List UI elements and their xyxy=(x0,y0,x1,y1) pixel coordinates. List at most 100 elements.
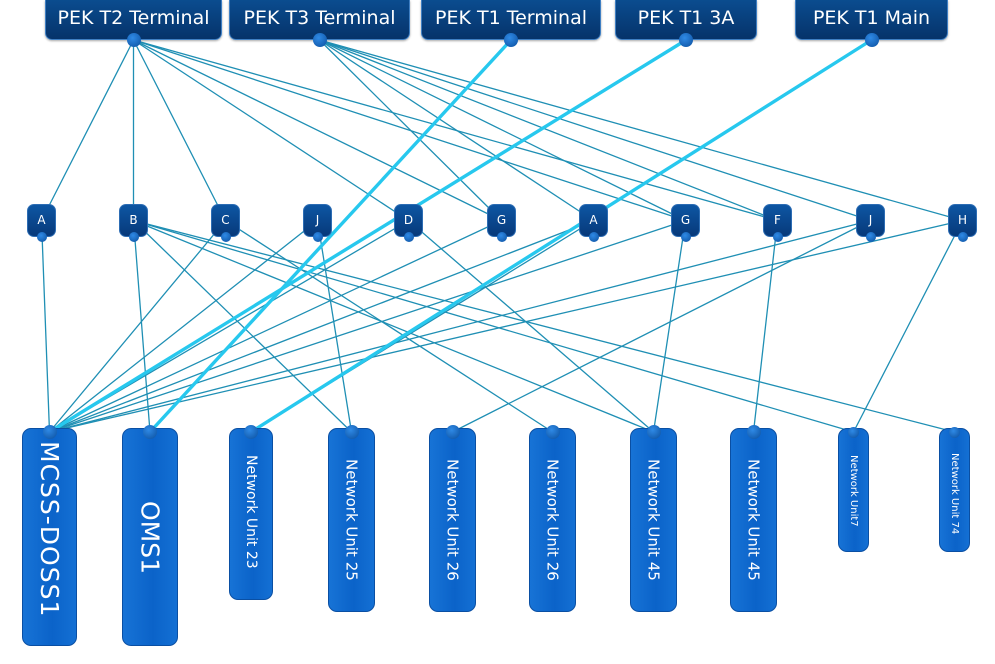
gate-node-label: J xyxy=(315,213,320,227)
terminal-node-label: PEK T3 Terminal xyxy=(243,7,396,29)
gate-node-f[interactable]: F xyxy=(763,204,792,237)
system-node-network-unit-74[interactable]: Network Unit 74 xyxy=(939,428,970,552)
primary-connection-line xyxy=(148,38,513,434)
connector-dot xyxy=(220,232,231,242)
connection-line xyxy=(132,219,855,433)
connection-line xyxy=(224,219,554,433)
connection-line xyxy=(132,39,503,222)
connector-dot xyxy=(746,425,761,439)
gate-node-label: H xyxy=(957,213,968,227)
system-node-label: Network Unit 23 xyxy=(243,455,259,569)
connection-line xyxy=(451,219,872,433)
connection-line xyxy=(48,219,503,433)
primary-connection-line xyxy=(47,38,688,434)
connector-dot xyxy=(126,33,141,47)
connector-dot xyxy=(445,425,460,439)
connection-line xyxy=(318,39,872,222)
connection-line xyxy=(318,39,595,222)
connection-line xyxy=(132,39,227,222)
connection-line xyxy=(48,219,319,433)
connector-dot xyxy=(772,232,783,242)
system-node-mcss-doss1[interactable]: MCSS-DOSS1 xyxy=(22,428,77,646)
gate-node-b[interactable]: B xyxy=(119,204,148,237)
gate-node-h[interactable]: H xyxy=(948,204,977,237)
connection-line xyxy=(132,39,410,222)
connection-line xyxy=(132,219,655,433)
gate-node-label: J xyxy=(868,213,873,227)
system-node-network-unit-25[interactable]: Network Unit 25 xyxy=(328,428,375,612)
connector-dot xyxy=(312,33,327,47)
connector-dot xyxy=(949,426,960,438)
gate-node-label: C xyxy=(221,213,230,227)
system-node-network-unit-26[interactable]: Network Unit 26 xyxy=(429,428,476,612)
system-node-label: Network Unit7 xyxy=(848,455,859,527)
connector-dot xyxy=(848,426,859,438)
connection-line xyxy=(318,39,779,222)
system-node-label: Network Unit 26 xyxy=(443,459,462,581)
connector-dot xyxy=(143,425,157,439)
system-node-network-unit-26-second[interactable]: Network Unit 26 xyxy=(529,428,576,612)
connector-dot xyxy=(957,232,968,242)
connection-line xyxy=(752,219,779,433)
connector-dot xyxy=(864,33,879,47)
connection-line xyxy=(318,39,964,222)
system-node-network-unit-23[interactable]: Network Unit 23 xyxy=(229,428,273,600)
connection-line xyxy=(40,39,135,222)
connector-dot xyxy=(244,425,258,439)
connector-dot xyxy=(344,425,359,439)
connector-dot xyxy=(504,33,518,47)
connection-line xyxy=(48,219,964,433)
connection-line xyxy=(132,219,353,433)
system-node-label: Network Unit 25 xyxy=(342,459,361,581)
connection-line xyxy=(316,219,353,433)
connection-line xyxy=(318,39,503,222)
connector-dot xyxy=(312,232,323,242)
gate-node-label: A xyxy=(37,213,46,227)
system-node-network-unit7[interactable]: Network Unit7 xyxy=(838,428,869,552)
connection-line xyxy=(40,219,51,433)
gate-node-label: A xyxy=(589,213,598,227)
connector-dot xyxy=(588,232,599,242)
system-node-label: Network Unit 45 xyxy=(744,459,763,581)
gate-node-c[interactable]: C xyxy=(211,204,240,237)
connection-line xyxy=(407,219,655,433)
system-node-label: Network Unit 26 xyxy=(543,459,562,581)
connector-dot xyxy=(496,232,507,242)
connector-dot xyxy=(36,232,47,242)
connection-line xyxy=(48,219,227,433)
terminal-node-label: PEK T1 Terminal xyxy=(435,7,587,29)
gate-node-label: G xyxy=(496,213,507,227)
system-node-label: Network Unit 45 xyxy=(644,459,663,581)
system-node-network-unit-45[interactable]: Network Unit 45 xyxy=(630,428,677,612)
connection-line xyxy=(132,219,956,433)
gate-node-label: B xyxy=(129,213,138,227)
terminal-node-label: PEK T1 3A xyxy=(637,7,735,29)
connector-dot xyxy=(403,232,414,242)
connection-line xyxy=(852,219,964,433)
connection-line xyxy=(318,39,687,222)
connector-dot xyxy=(128,232,139,242)
connector-dot xyxy=(865,232,876,242)
connector-dot xyxy=(42,425,57,439)
primary-connection-line xyxy=(249,38,874,434)
system-node-network-unit-45-second[interactable]: Network Unit 45 xyxy=(730,428,777,612)
system-node-label: OMS1 xyxy=(135,501,165,575)
system-node-oms1[interactable]: OMS1 xyxy=(122,428,178,646)
connector-dot xyxy=(545,425,560,439)
connector-dot xyxy=(680,232,691,242)
terminal-node-label: PEK T2 Terminal xyxy=(57,7,210,29)
connection-line xyxy=(48,219,872,433)
gate-node-label: D xyxy=(403,213,414,227)
connector-dot xyxy=(646,425,661,439)
connection-line xyxy=(132,39,687,222)
terminal-node-label: PEK T1 Main xyxy=(812,7,931,29)
gate-node-label: F xyxy=(774,213,781,227)
system-node-label: Network Unit 74 xyxy=(949,453,960,535)
connection-line xyxy=(48,219,595,433)
connector-dot xyxy=(679,33,693,47)
connection-line xyxy=(132,219,151,433)
system-node-label: MCSS-DOSS1 xyxy=(35,441,64,618)
connection-line xyxy=(652,219,687,433)
